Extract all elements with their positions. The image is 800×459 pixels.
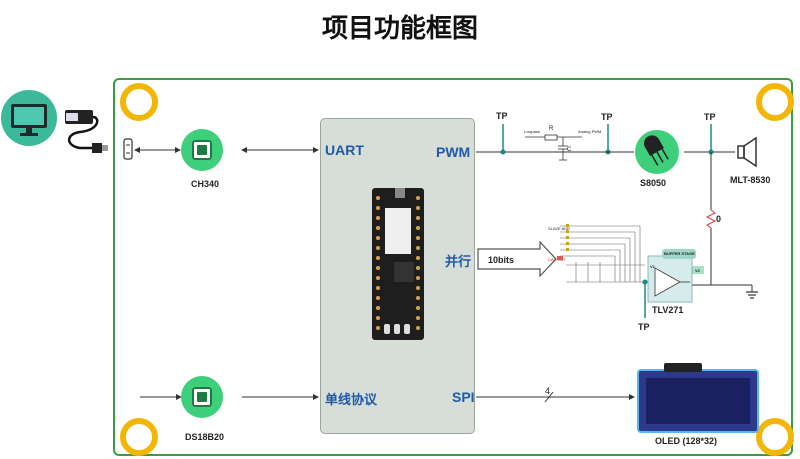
bus-width-label: 10bits <box>488 255 515 265</box>
resistor-value-label: 0 <box>716 214 722 224</box>
computer-icon <box>1 90 57 146</box>
opamp-label: TLV271 <box>652 305 684 315</box>
mount-hole-bottom-left <box>120 418 158 456</box>
mount-hole-bottom-right <box>756 418 794 456</box>
parallel-label: 并行 <box>445 255 472 270</box>
ch340-label: CH340 <box>191 179 220 189</box>
usb-cable-icon <box>65 110 108 153</box>
v2-label: V2 <box>695 268 700 273</box>
pwm-label: PWM <box>436 144 471 160</box>
v1-label: V1 <box>650 264 655 269</box>
tp-label-2: TP <box>601 112 613 122</box>
dac-top-label: SLAVE ADR <box>548 226 570 231</box>
rc-r-label: R <box>549 126 554 132</box>
onewire-label: 单线协议 <box>325 393 378 408</box>
s8050-label: S8050 <box>640 178 667 188</box>
mount-hole-top-left <box>120 83 158 121</box>
tp-label-4: TP <box>638 322 650 332</box>
uart-label: UART <box>325 142 364 158</box>
spi-width-label: 4 <box>545 386 551 396</box>
rc-c-label: C <box>567 147 572 153</box>
page-title: 项目功能框图 <box>321 14 478 44</box>
mount-hole-top-right <box>756 83 794 121</box>
oled-label: OLED (128*32) <box>655 436 718 446</box>
tp-label-3: TP <box>704 112 716 122</box>
buffer-stage-label: BUFFER STAGE <box>664 251 695 256</box>
tp-label-1: TP <box>496 111 508 121</box>
rc-in-label: Lowpass <box>524 129 540 134</box>
ch340-chip-icon <box>181 129 223 171</box>
ds18b20-chip-icon <box>181 376 223 418</box>
spi-label: SPI <box>452 389 475 405</box>
rc-out-label: Analog PWM <box>578 129 602 134</box>
ds18b20-label: DS18B20 <box>185 432 225 442</box>
buzzer-label: MLT-8530 <box>730 175 771 185</box>
dac-bottom-label: DAC OUT <box>548 257 566 262</box>
